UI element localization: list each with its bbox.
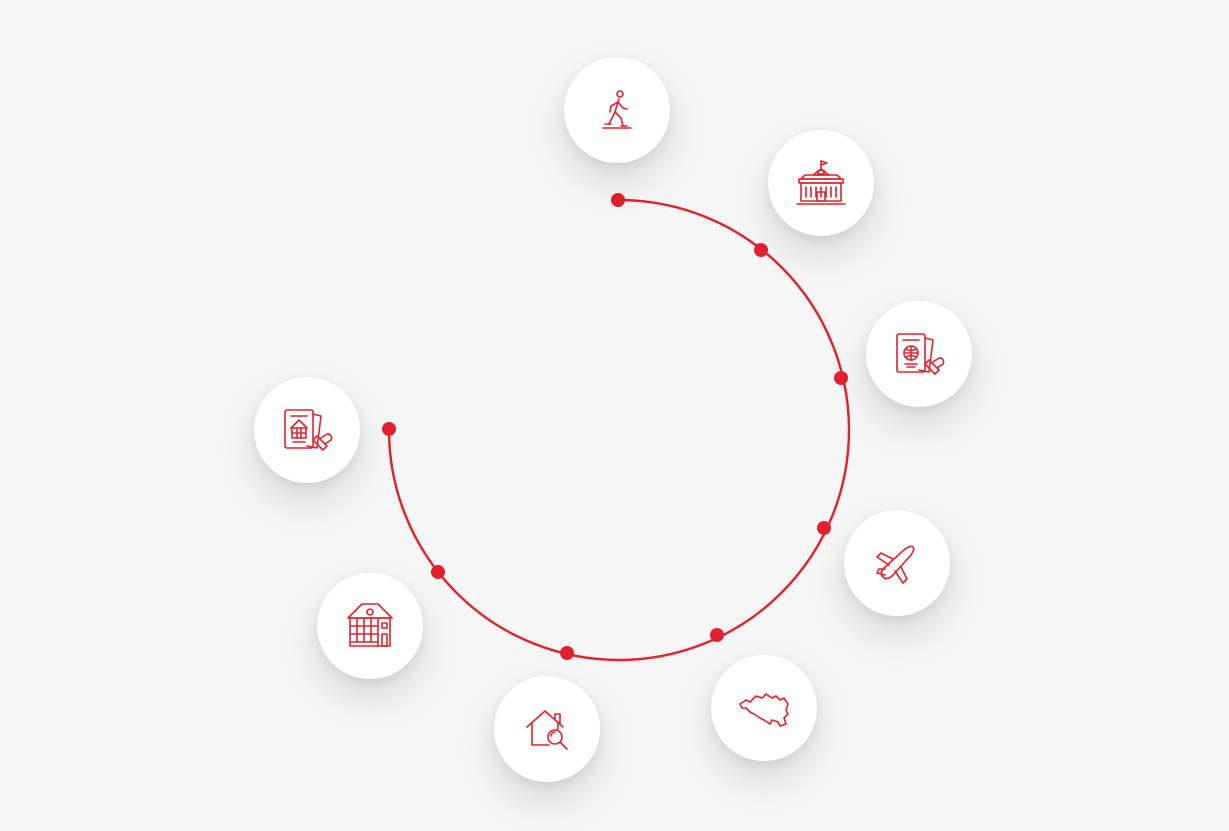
belgium-map-icon — [739, 693, 789, 727]
step-node-residence-permit[interactable] — [254, 377, 360, 483]
airplane-icon — [876, 545, 915, 584]
step-node-travel[interactable] — [844, 510, 950, 616]
step-node-town-hall[interactable] — [768, 130, 874, 236]
milestone-dot — [817, 521, 831, 535]
passport-visa-stamp-icon — [896, 333, 945, 375]
milestone-dot — [560, 646, 574, 660]
milestone-dot — [431, 565, 445, 579]
milestone-dot — [710, 628, 724, 642]
step-node-housing-search[interactable] — [494, 676, 600, 782]
step-node-accommodation[interactable] — [317, 573, 423, 679]
step-node-arrival-country[interactable] — [711, 655, 817, 761]
milestone-dot — [382, 422, 396, 436]
journey-arc-line — [387, 198, 851, 662]
townhouse-building-icon — [347, 603, 393, 647]
government-building-icon — [796, 160, 846, 205]
walking-person-icon — [602, 90, 632, 129]
step-node-walking[interactable] — [564, 57, 670, 163]
step-node-visa[interactable] — [866, 301, 972, 407]
journey-milestone-dots — [382, 193, 848, 660]
residence-permit-stamp-icon — [284, 409, 333, 451]
milestone-dot — [834, 371, 848, 385]
milestone-dot — [754, 243, 768, 257]
milestone-dot — [611, 193, 625, 207]
house-search-icon — [526, 710, 568, 750]
